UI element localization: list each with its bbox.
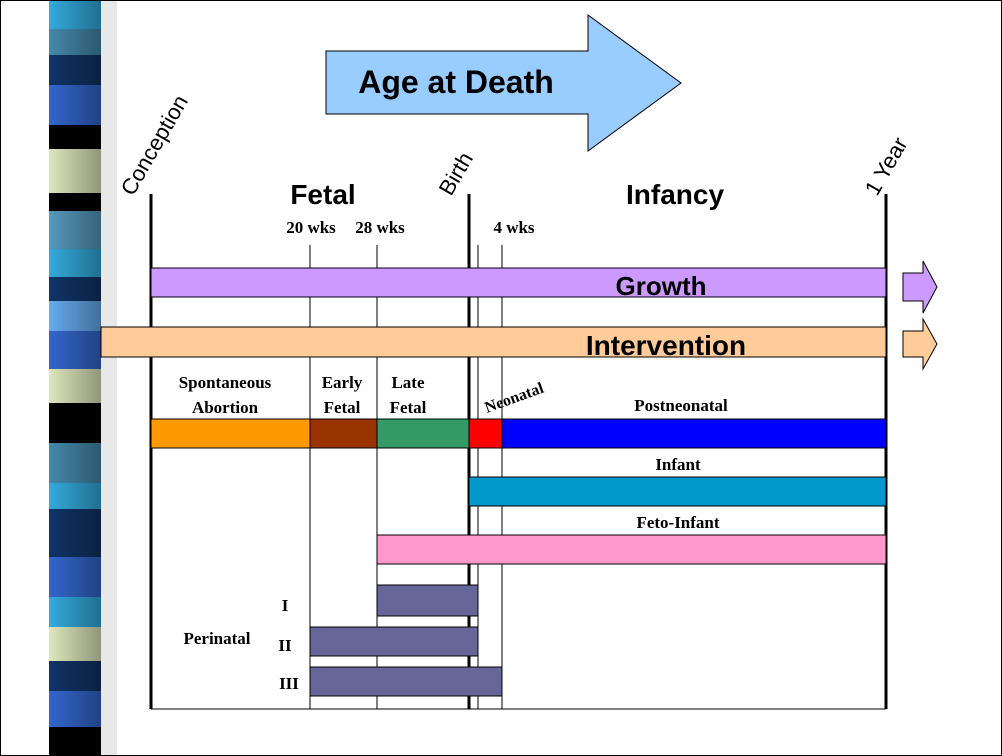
label-birth: Birth: [434, 148, 478, 200]
band-early-fetal: [309, 418, 378, 449]
band-spontaneous-abortion: [150, 418, 311, 449]
band-perinatal-i: [376, 584, 479, 617]
growth-label: Growth: [616, 271, 707, 301]
label-feto-infant: Feto-Infant: [636, 513, 719, 532]
decorative-stripe-border: [1, 1, 141, 755]
intervention-label: Intervention: [586, 330, 746, 361]
label-late-fetal-line1: Late: [391, 373, 425, 392]
label-perinatal-ii: II: [278, 636, 292, 655]
label-spontaneous-abortion-line2: Abortion: [192, 398, 259, 417]
label-4-wks: 4 wks: [493, 218, 534, 237]
title-arrow-shape: [325, 14, 682, 152]
band-neonatal: [468, 418, 503, 449]
label-early-fetal-line1: Early: [322, 373, 363, 392]
label-perinatal-i: I: [282, 596, 289, 615]
label-28-wks: 28 wks: [355, 218, 405, 237]
label-early-fetal-line2: Fetal: [324, 398, 361, 417]
label-postneonatal: Postneonatal: [634, 396, 728, 415]
band-postneonatal: [501, 418, 887, 449]
label-late-fetal-line2: Fetal: [390, 398, 427, 417]
label-perinatal-iii: III: [279, 674, 299, 693]
label-neonatal: Neonatal: [483, 380, 547, 417]
section-fetal: Fetal: [290, 179, 355, 210]
growth-continue-arrow: [902, 260, 938, 314]
band-perinatal-iii: [309, 666, 503, 697]
label-20-wks: 20 wks: [286, 218, 336, 237]
diagram-title: Age at Death: [358, 64, 554, 100]
label-one-year: 1 Year: [860, 133, 913, 200]
label-spontaneous-abortion-line1: Spontaneous: [179, 373, 272, 392]
label-infant: Infant: [655, 455, 701, 474]
band-feto-infant: [376, 534, 887, 565]
label-conception: Conception: [116, 91, 193, 200]
intervention-bar: [100, 326, 887, 358]
band-infant: [468, 476, 887, 507]
band-perinatal-ii: [309, 626, 479, 657]
growth-bar: [150, 267, 887, 298]
label-perinatal: Perinatal: [183, 629, 250, 648]
intervention-continue-arrow: [902, 317, 938, 371]
band-late-fetal: [376, 418, 470, 449]
section-infancy: Infancy: [626, 179, 724, 210]
